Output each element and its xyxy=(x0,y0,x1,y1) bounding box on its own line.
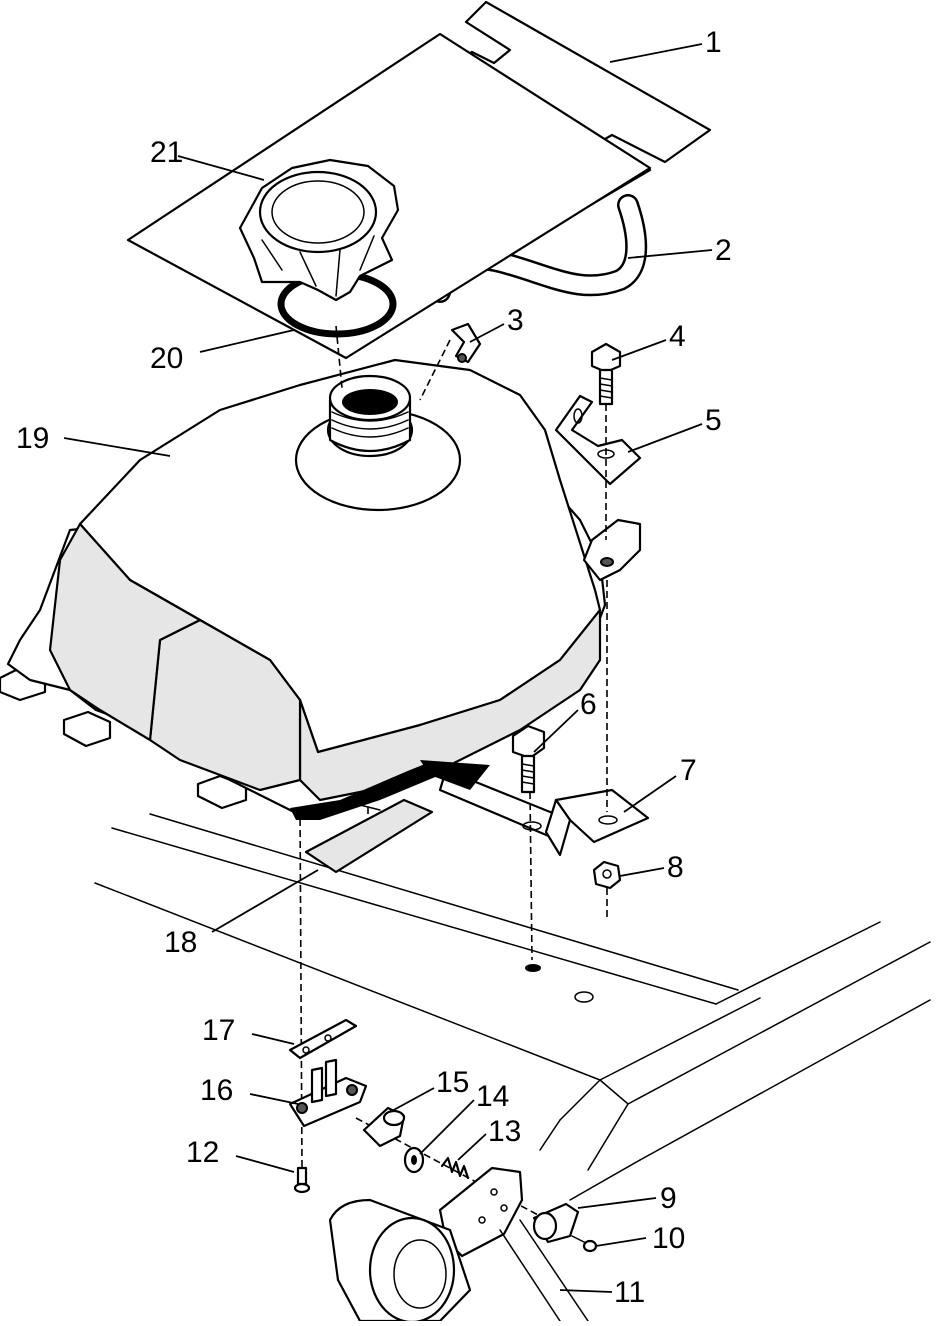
callout-11: 11 xyxy=(614,1276,645,1309)
callout-21: 21 xyxy=(150,136,183,169)
part-8-nut xyxy=(592,860,622,890)
callout-12: 12 xyxy=(186,1136,219,1169)
part-4-bolt xyxy=(590,342,622,406)
part-18-pad xyxy=(304,798,434,874)
part-9-valve-knob xyxy=(532,1202,580,1244)
callout-9: 9 xyxy=(660,1182,677,1215)
frame-tube xyxy=(328,1198,589,1324)
leader-lines xyxy=(63,43,713,1293)
callout-6: 6 xyxy=(580,688,597,721)
callout-7: 7 xyxy=(680,754,697,787)
tank-mount-flange xyxy=(582,518,642,582)
callout-labels: 1 2 3 4 5 6 7 8 9 10 11 12 13 14 15 16 1… xyxy=(16,26,732,1309)
callout-13: 13 xyxy=(488,1115,521,1148)
callout-18: 18 xyxy=(164,926,197,959)
callout-17: 17 xyxy=(202,1014,235,1047)
part-15-valve-plunger xyxy=(362,1106,406,1148)
part-12-screw xyxy=(293,1166,311,1194)
callout-15: 15 xyxy=(436,1066,469,1099)
part-19-fuel-tank xyxy=(0,358,607,820)
part-13-spring xyxy=(440,1156,470,1180)
callout-14: 14 xyxy=(476,1080,509,1113)
part-6-bolt xyxy=(511,724,546,794)
callout-1: 1 xyxy=(705,26,722,59)
callout-10: 10 xyxy=(652,1222,685,1255)
callout-4: 4 xyxy=(669,320,686,353)
part-3-vent-fitting xyxy=(450,322,482,364)
callout-20: 20 xyxy=(150,342,183,375)
part-7-mount-bracket xyxy=(420,760,650,857)
part-21-fuel-cap xyxy=(238,158,400,302)
callout-8: 8 xyxy=(667,851,684,884)
callout-19: 19 xyxy=(16,422,49,455)
part-16-fuel-valve xyxy=(288,1058,368,1128)
part-10-screw xyxy=(571,1235,598,1253)
part-5-bracket xyxy=(554,394,642,486)
callout-2: 2 xyxy=(715,234,732,267)
callout-3: 3 xyxy=(507,304,524,337)
part-17-plate xyxy=(288,1018,358,1060)
callout-5: 5 xyxy=(705,404,722,437)
part-14-washer xyxy=(403,1146,425,1174)
callout-16: 16 xyxy=(200,1074,233,1107)
